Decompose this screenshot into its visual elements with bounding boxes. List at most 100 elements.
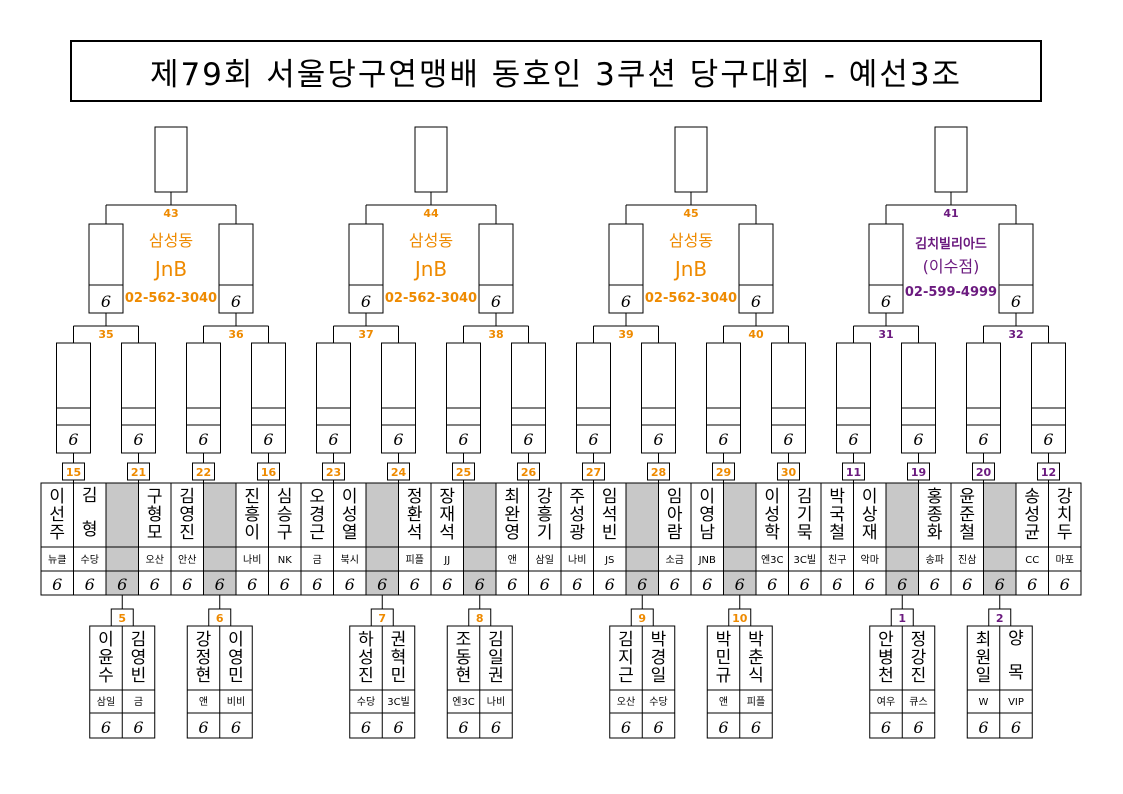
- match-number: 40: [748, 328, 764, 341]
- handicap-mark: 6: [312, 575, 322, 594]
- name-char: 이: [342, 487, 358, 507]
- name-char: 강: [1057, 487, 1073, 507]
- handicap-mark: 6: [800, 575, 810, 594]
- handicap-mark: 6: [377, 575, 387, 594]
- player-name: 임석빈: [602, 487, 618, 543]
- name-char: 임: [667, 487, 683, 507]
- handicap-mark: 6: [133, 718, 143, 737]
- score-box: [348, 223, 384, 314]
- player-name: 심승구: [277, 487, 293, 543]
- player-name: 진흥이: [244, 487, 260, 543]
- score-box: [56, 342, 91, 454]
- handicap-mark: 6: [995, 575, 1005, 594]
- player-name: 최완영: [504, 487, 520, 543]
- name-char: 일: [976, 666, 992, 686]
- match-number: 11: [846, 466, 861, 479]
- player-name: 양목: [1008, 629, 1024, 683]
- handicap-mark: 6: [1027, 575, 1037, 594]
- player-club: JJ: [443, 555, 450, 566]
- sponsor-name: 삼성동: [409, 231, 453, 250]
- player-club: 엔3C: [452, 696, 475, 708]
- match-number: 6: [216, 612, 224, 625]
- player-club: 안산: [178, 554, 196, 566]
- name-char: 이: [699, 487, 715, 507]
- sponsor-brand: JnB: [673, 257, 707, 281]
- handicap-mark: 6: [978, 718, 988, 737]
- handicap-mark: 6: [345, 575, 355, 594]
- handicap-mark: 6: [150, 575, 160, 594]
- name-char: 남: [699, 523, 715, 543]
- name-char: 이: [228, 630, 244, 650]
- name-char: 철: [829, 523, 845, 543]
- name-char: 수: [98, 666, 114, 686]
- name-char: 광: [569, 523, 585, 543]
- handicap-mark: 6: [361, 292, 371, 311]
- player-club: 3C빌: [387, 696, 410, 708]
- handicap-mark: 6: [231, 718, 241, 737]
- player-name: 오경근: [309, 487, 325, 543]
- player-name: 장재석: [439, 487, 455, 543]
- name-char: 승: [277, 505, 293, 525]
- handicap-mark: 6: [881, 718, 891, 737]
- match-number: 41: [943, 207, 958, 220]
- name-char: 형: [82, 520, 98, 540]
- handicap-mark: 6: [393, 430, 403, 449]
- handicap-mark: 6: [718, 430, 728, 449]
- name-char: 일: [488, 648, 504, 668]
- winner-box: [674, 126, 708, 193]
- name-char: 김: [618, 630, 634, 650]
- match-number: 37: [358, 328, 373, 341]
- name-char: 빈: [602, 523, 618, 543]
- handicap-mark: 6: [198, 430, 208, 449]
- score-box: [576, 342, 611, 454]
- player-club: 북시: [341, 554, 359, 566]
- name-char: 원: [976, 648, 992, 668]
- handicap-mark: 6: [751, 292, 761, 311]
- match-number: 26: [521, 466, 537, 479]
- name-char: 화: [927, 523, 943, 543]
- handicap-mark: 6: [897, 575, 907, 594]
- handicap-mark: 6: [1011, 718, 1021, 737]
- name-char: 강: [196, 630, 212, 650]
- name-char: 동: [456, 648, 472, 668]
- player-name: 김일권: [488, 630, 504, 686]
- handicap-mark: 6: [653, 430, 663, 449]
- name-char: 박: [716, 630, 732, 650]
- score-box: [836, 342, 871, 454]
- handicap-mark: 6: [913, 430, 923, 449]
- name-char: 선: [49, 505, 65, 525]
- player-name: 이윤수: [98, 630, 114, 686]
- handicap-mark: 6: [881, 292, 891, 311]
- handicap-mark: 6: [361, 718, 371, 737]
- player-club: 큐스: [909, 696, 927, 708]
- sponsor-name: 삼성동: [149, 231, 193, 250]
- name-char: 규: [716, 666, 732, 686]
- name-char: 박: [651, 630, 667, 650]
- player-name: 이성열: [342, 487, 358, 543]
- handicap-mark: 6: [621, 292, 631, 311]
- handicap-mark: 6: [702, 575, 712, 594]
- name-char: 윤: [98, 648, 114, 668]
- name-char: 구: [277, 523, 293, 543]
- sponsor-brand: JnB: [413, 257, 447, 281]
- name-char: 윤: [959, 487, 975, 507]
- name-char: 국: [829, 505, 845, 525]
- match-number: 44: [423, 207, 439, 220]
- player-name: 조동현: [456, 630, 472, 686]
- handicap-mark: 6: [85, 575, 95, 594]
- winner-box: [154, 126, 188, 193]
- name-char: 김: [179, 487, 195, 507]
- player-club: CC: [1025, 555, 1039, 566]
- handicap-mark: 6: [637, 575, 647, 594]
- name-char: 목: [1008, 663, 1024, 683]
- match-number: 12: [1041, 466, 1056, 479]
- player-club: 송파: [926, 554, 944, 566]
- name-char: 강: [911, 648, 927, 668]
- name-char: 김: [797, 487, 813, 507]
- name-char: 최: [504, 487, 520, 507]
- name-char: 장: [439, 487, 455, 507]
- name-char: 성: [1024, 505, 1040, 525]
- player-name: 김영진: [179, 487, 195, 543]
- player-name: 김영빈: [131, 630, 147, 686]
- name-char: 이: [98, 630, 114, 650]
